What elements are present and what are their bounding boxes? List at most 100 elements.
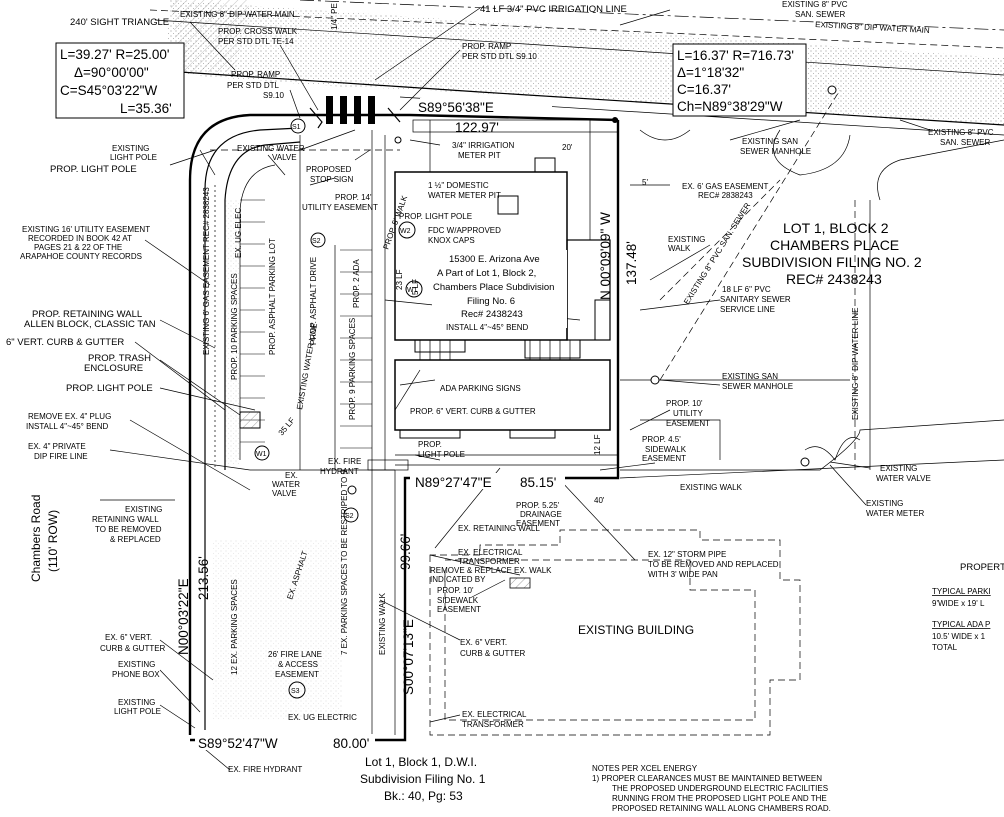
label-retwall-rm-1: EXISTING bbox=[125, 505, 162, 514]
label-ex-wv3-1: EXISTING bbox=[880, 464, 917, 473]
bearing-southeast: S00°07'13"E bbox=[401, 619, 416, 695]
label-storm-2: TO BE REMOVED AND REPLACED bbox=[648, 560, 779, 569]
label-lf23: 23 LF bbox=[395, 269, 404, 290]
label-water-main-right: EXISTING 8" DIP WATER MAIN bbox=[815, 20, 930, 35]
bearing-mid: N89°27'47"E bbox=[415, 475, 492, 490]
xcel-notes-header: NOTES PER XCEL ENERGY bbox=[592, 764, 698, 773]
label-util14-1: PROP. 14' bbox=[335, 193, 372, 202]
label-ex-wv2-2: WATER bbox=[272, 480, 300, 489]
label-asph-lot: PROP. ASPHALT PARKING LOT bbox=[268, 238, 277, 355]
dimensions: 20' 5' 40' 12 LF 5 LF bbox=[411, 143, 648, 505]
label-ex-xfmr-2: TRANSFORMER bbox=[458, 557, 520, 566]
label-storm-1: EX. 12" STORM PIPE bbox=[648, 550, 726, 559]
site-line2: A Part of Lot 1, Block 2, bbox=[437, 268, 536, 279]
label-ex-wv2-1: EX. bbox=[285, 471, 298, 480]
label-pvc18-1: 18 LF 6" PVC bbox=[722, 285, 771, 294]
site-line3: Chambers Place Subdivision bbox=[433, 282, 554, 293]
label-light-ex2-1: EXISTING bbox=[118, 698, 155, 707]
label-drain-1: PROP. 5.25' bbox=[516, 501, 560, 510]
curve2-line4: Ch=N89°38'29"W bbox=[677, 99, 783, 114]
label-util10-1: PROP. 10' bbox=[666, 399, 703, 408]
dim-12lf: 12 LF bbox=[593, 434, 602, 455]
bearing-southeast-dist: 99.66' bbox=[398, 534, 413, 570]
parking-stalls bbox=[240, 199, 372, 449]
xcel-notes-4: PROPOSED RETAINING WALL ALONG CHAMBERS R… bbox=[612, 804, 831, 813]
label-irr-pit-2: METER PIT bbox=[458, 151, 501, 160]
lot-bottom-l2: Subdivision Filing No. 1 bbox=[360, 772, 486, 786]
label-ex-san-mh-1: EXISTING SAN bbox=[742, 137, 798, 146]
dim-20: 20' bbox=[562, 143, 573, 152]
label-ex-curb2-1: EX. 6" VERT. bbox=[105, 633, 152, 642]
label-ex-wv-2: VALVE bbox=[272, 153, 297, 162]
label-water-main-top: EXISTING 8" DIP WATER MAIN bbox=[180, 10, 295, 19]
label-trash-1: PROP. TRASH bbox=[88, 353, 151, 364]
label-fire-1: EX. 4" PRIVATE bbox=[28, 442, 86, 451]
label-ex-wl-vert: EXISTING WATER LINE bbox=[295, 323, 319, 411]
label-water-line-vert: EXISTING 8" DIP WATER LINE bbox=[851, 308, 860, 421]
label-util10-3: EASEMENT bbox=[666, 419, 710, 428]
sym-w1a: W1 bbox=[407, 287, 418, 294]
label-ret-wall-1: PROP. RETAINING WALL bbox=[32, 309, 142, 320]
bearing-east-dist: 137.48' bbox=[624, 241, 639, 285]
bearing-east: N 00°09'09" W bbox=[598, 212, 613, 300]
label-ex-ret-wall: EX. RETAINING WALL bbox=[458, 524, 540, 533]
dim-40: 40' bbox=[594, 496, 605, 505]
lot-bottom-label: Lot 1, Block 1, D.W.I. Subdivision Filin… bbox=[360, 755, 486, 803]
label-ex-hyd2: EX. FIRE HYDRANT bbox=[228, 765, 302, 774]
label-san-top-2: SAN. SEWER bbox=[795, 10, 845, 19]
label-curb-1: 6" VERT. CURB & GUTTER bbox=[6, 337, 124, 348]
existing-building bbox=[429, 529, 801, 736]
right-note-5: 10.5' WIDE x 1 bbox=[932, 632, 986, 641]
lot-block-l4: REC# 2438243 bbox=[786, 271, 882, 287]
label-dom-2: WATER METER PIT bbox=[428, 191, 501, 200]
xcel-notes-1: 1) PROPER CLEARANCES MUST BE MAINTAINED … bbox=[592, 774, 822, 783]
label-light-pole3: PROP. LIGHT POLE bbox=[66, 383, 153, 394]
sym-s2b: S2 bbox=[345, 513, 354, 520]
curve1-line3: C=S45°03'22"W bbox=[60, 83, 157, 98]
label-rr-walk-1: REMOVE & REPLACE EX. WALK bbox=[430, 566, 552, 575]
site-line6: INSTALL 4"~45° BEND bbox=[446, 323, 529, 332]
curve-table-right: L=16.37' R=716.73' Δ=1°18'32" C=16.37' C… bbox=[672, 43, 807, 117]
road-row: (110' ROW) bbox=[46, 510, 60, 572]
curve1-line2: Δ=90°00'00" bbox=[74, 65, 149, 80]
road-name: Chambers Road bbox=[29, 495, 43, 582]
label-rr-walk-2: INDICATED BY bbox=[430, 575, 486, 584]
label-fire-2: DIP FIRE LINE bbox=[34, 452, 88, 461]
label-ex-curb2-2: CURB & GUTTER bbox=[100, 644, 166, 653]
label-gas6-1: EX. 6' GAS EASEMENT bbox=[682, 182, 769, 191]
label-ex-wv-1: EXISTING WATER bbox=[237, 144, 305, 153]
label-ex-san-mh-2: SEWER MANHOLE bbox=[740, 147, 811, 156]
label-storm-3: WITH 3' WIDE PAN bbox=[648, 570, 718, 579]
label-ex-light-2: LIGHT POLE bbox=[110, 153, 157, 162]
bearing-mid-dist: 85.15' bbox=[520, 475, 556, 490]
lot-block-l3: SUBDIVISION FILING NO. 2 bbox=[742, 254, 922, 270]
curve-table-left: L=39.27' R=25.00' Δ=90°00'00" C=S45°03'2… bbox=[55, 42, 185, 119]
bearing-west: N00°03'22"E bbox=[176, 578, 191, 655]
label-sw10-3: EASEMENT bbox=[437, 605, 481, 614]
site-address-block: 15300 E. Arizona Ave A Part of Lot 1, Bl… bbox=[432, 250, 567, 332]
label-light-pole4-1: PROP. bbox=[418, 440, 442, 449]
parking-lot-lines bbox=[204, 127, 618, 730]
label-ex-wv2-3: VALVE bbox=[272, 489, 297, 498]
sym-w1b: W1 bbox=[256, 451, 267, 458]
xcel-notes-3: RUNNING FROM THE PROPOSED LIGHT POLE AND… bbox=[612, 794, 827, 803]
label-park10: PROP. 10 PARKING SPACES bbox=[230, 273, 239, 380]
label-ex-park7: 7 EX. PARKING SPACES TO BE RESTRIPED TO … bbox=[340, 470, 349, 656]
label-util16-2: RECORDED IN BOOK 42 AT bbox=[28, 234, 132, 243]
label-ada-signs: ADA PARKING SIGNS bbox=[440, 384, 521, 393]
label-stop-1: PROPOSED bbox=[306, 165, 352, 174]
bearing-north: S89°56'38"E bbox=[418, 100, 494, 115]
right-note-2: TYPICAL PARKI bbox=[932, 587, 991, 596]
label-light-pole4-2: LIGHT POLE bbox=[418, 450, 465, 459]
dim-5: 5' bbox=[642, 178, 648, 187]
right-note-6: TOTAL bbox=[932, 643, 958, 652]
label-fire-lane-1: 26' FIRE LANE bbox=[268, 650, 322, 659]
label-ex-walk2: EXISTING WALK bbox=[680, 483, 743, 492]
label-fdc-1: FDC W/APPROVED bbox=[428, 226, 501, 235]
bearing-south-dist: 80.00' bbox=[333, 736, 369, 751]
label-util16-3: PAGES 21 & 22 OF THE bbox=[34, 243, 122, 252]
label-util14-2: UTILITY EASEMENT bbox=[302, 203, 378, 212]
label-stop-2: STOP SIGN bbox=[310, 175, 353, 184]
label-ramp1-3: S9.10 bbox=[263, 91, 284, 100]
